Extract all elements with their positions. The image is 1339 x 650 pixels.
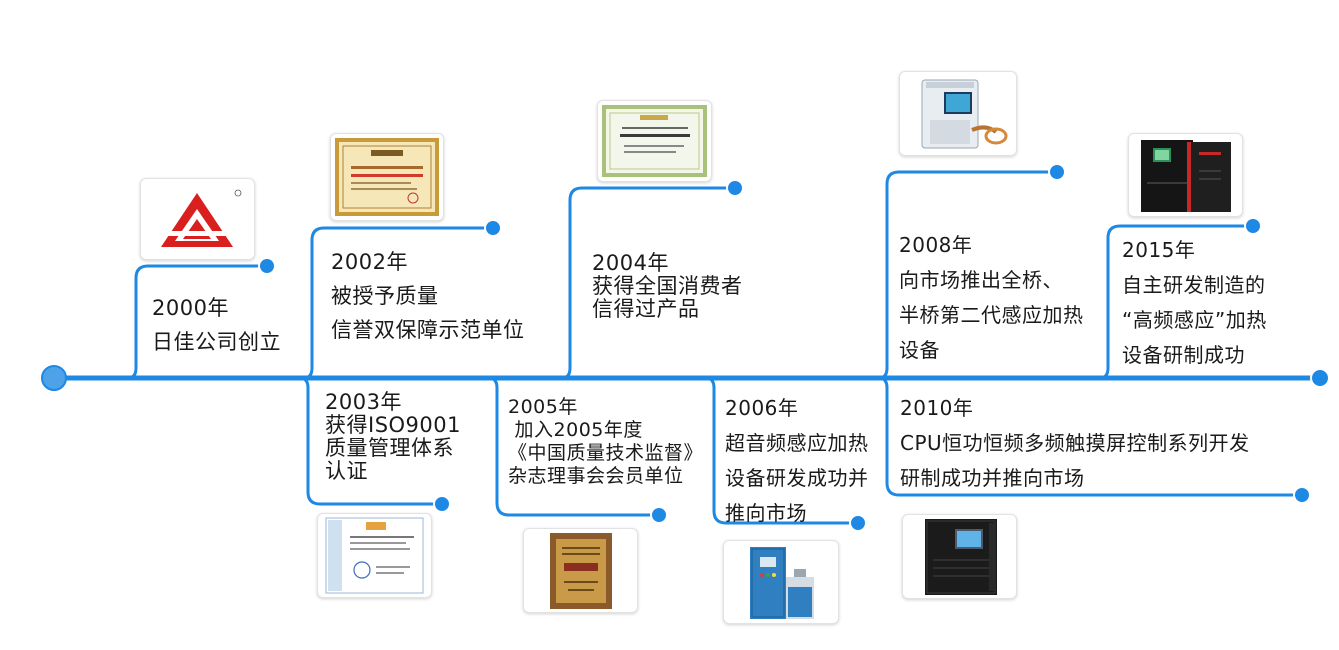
event-description: 被授予质量 <box>331 284 439 308</box>
plaque-icon <box>550 533 612 609</box>
connector-2005 <box>488 376 658 517</box>
certificate-2004-image <box>597 100 712 182</box>
event-2003: 2003年 获得ISO9001 质量管理体系 认证 <box>325 391 461 483</box>
event-year: 2006年 <box>725 396 799 420</box>
dot-2003 <box>433 495 451 513</box>
dot-2005 <box>650 506 668 524</box>
connector-2004 <box>561 186 734 380</box>
dot-2000 <box>258 257 276 275</box>
event-2004: 2004年 获得全国消费者 信得过产品 <box>592 252 743 321</box>
touchscreen-cabinet-icon <box>925 519 997 595</box>
event-description: “高频感应”加热 <box>1122 308 1267 332</box>
event-description: 超音频感应加热 <box>725 431 869 455</box>
connector-2003 <box>299 376 441 506</box>
induction-heater-icon <box>750 547 814 619</box>
event-2008: 2008年 向市场推出全桥、 半桥第二代感应加热 设备 <box>899 228 1084 368</box>
event-description: 信誉双保障示范单位 <box>331 318 525 342</box>
touchscreen-cabinet-image <box>902 514 1017 599</box>
event-description: 杂志理事会会员单位 <box>508 465 684 487</box>
event-description: 质量管理体系 <box>325 436 454 460</box>
certificate-icon <box>335 138 439 216</box>
event-description: 获得全国消费者 <box>592 274 743 298</box>
member-plaque-image <box>523 528 638 613</box>
timeline-end-dot <box>1310 368 1330 388</box>
event-year: 2010年 <box>900 396 974 420</box>
dot-2006 <box>849 514 867 532</box>
event-description: 信得过产品 <box>592 297 700 321</box>
high-frequency-heater-icon <box>1141 140 1231 212</box>
connector-2002 <box>303 226 492 380</box>
event-description: 《中国质量技术监督》 <box>508 442 704 464</box>
event-year: 2003年 <box>325 390 402 414</box>
event-2015: 2015年 自主研发制造的 “高频感应”加热 设备研制成功 <box>1122 233 1267 373</box>
connector-2000 <box>127 264 266 380</box>
event-description: 自主研发制造的 <box>1122 273 1266 297</box>
connector-2015 <box>1099 224 1252 380</box>
event-description: 向市场推出全桥、 <box>899 268 1063 292</box>
iso-certificate-icon <box>325 517 424 594</box>
event-2002: 2002年 被授予质量 信誉双保障示范单位 <box>331 245 525 347</box>
event-description: CPU恒功恒频多频触摸屏控制系列开发 <box>900 431 1250 455</box>
event-description: 研制成功并推向市场 <box>900 466 1085 490</box>
event-year: 2008年 <box>899 233 973 257</box>
iso-certificate-image <box>317 513 432 598</box>
event-description: 推向市场 <box>725 501 807 525</box>
induction-heater-cabinet-image <box>723 540 839 624</box>
event-description: 半桥第二代感应加热 <box>899 303 1084 327</box>
event-2006: 2006年 超音频感应加热 设备研发成功并 推向市场 <box>725 391 869 531</box>
dot-2015 <box>1244 217 1262 235</box>
event-description: 获得ISO9001 <box>325 413 461 437</box>
event-description: 日佳公司创立 <box>152 330 281 354</box>
connector-2006 <box>705 376 857 525</box>
event-year: 2015年 <box>1122 238 1196 262</box>
event-description: 加入2005年度 <box>508 419 643 441</box>
event-year: 2005年 <box>508 396 578 418</box>
event-2010: 2010年 CPU恒功恒频多频触摸屏控制系列开发 研制成功并推向市场 <box>900 391 1250 496</box>
event-description: 设备 <box>899 338 940 362</box>
event-year: 2000年 <box>152 296 229 320</box>
connector-2010 <box>878 376 1301 497</box>
event-description: 认证 <box>325 459 368 483</box>
handheld-induction-unit-image <box>899 71 1017 156</box>
company-logo-icon <box>161 189 242 247</box>
company-logo-image <box>140 178 255 260</box>
event-description: 设备研发成功并 <box>725 466 869 490</box>
certificate-2002-image <box>330 133 444 221</box>
event-2000: 2000年 日佳公司创立 <box>152 291 281 359</box>
dot-2010 <box>1293 486 1311 504</box>
induction-unit-icon <box>921 79 1008 149</box>
event-year: 2004年 <box>592 251 669 275</box>
connector-2008 <box>878 170 1056 380</box>
dot-2002 <box>484 219 502 237</box>
event-description: 设备研制成功 <box>1122 343 1245 367</box>
high-frequency-heater-image <box>1128 133 1243 217</box>
dot-2008 <box>1048 163 1066 181</box>
timeline-start-dot <box>41 365 67 391</box>
event-year: 2002年 <box>331 250 408 274</box>
event-2005: 2005年 加入2005年度 《中国质量技术监督》 杂志理事会会员单位 <box>508 396 703 488</box>
dot-2004 <box>726 179 744 197</box>
certificate-icon <box>602 105 707 177</box>
